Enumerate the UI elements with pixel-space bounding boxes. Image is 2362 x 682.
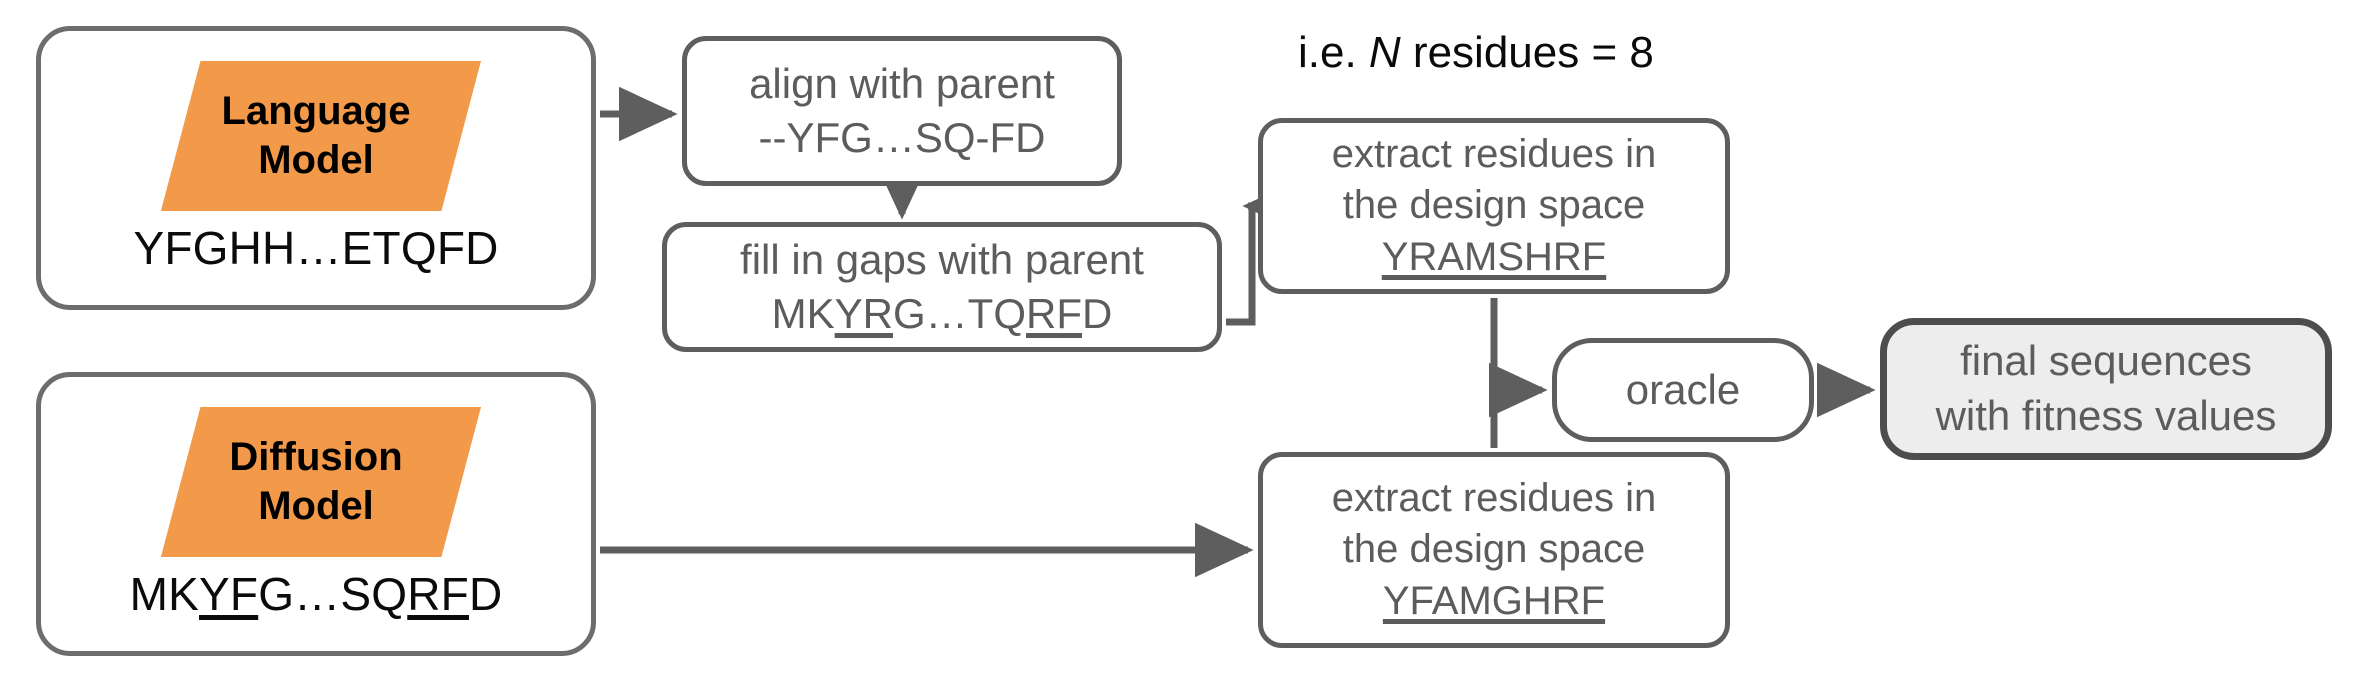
extract-top-line1: extract residues in — [1331, 132, 1657, 177]
seq-segment-underlined: RF — [1026, 290, 1082, 337]
language-model-title: Language Model — [222, 87, 411, 185]
seq-segment: D — [468, 568, 503, 620]
language-model-trapezoid: Language Model — [151, 61, 481, 211]
language-model-title-line1: Language — [221, 89, 411, 134]
seq-segment-underlined: YF — [199, 568, 259, 620]
extract-residues-top-step[interactable]: extract residues in the design space YRA… — [1258, 118, 1730, 294]
diffusion-model-title-line1: Diffusion — [229, 435, 403, 480]
diffusion-model-sequence: MKYFG…SQRFD — [130, 567, 503, 621]
seq-segment: YFGHH…ETQFD — [133, 222, 499, 274]
diffusion-model-trapezoid: Diffusion Model — [151, 407, 481, 557]
trapezoid-shape-icon — [160, 61, 481, 211]
fill-in-gaps-step[interactable]: fill in gaps with parent MKYRG…TQRFD — [662, 222, 1222, 352]
caption-prefix: i.e. — [1298, 28, 1369, 77]
extract-residues-bottom-step[interactable]: extract residues in the design space YFA… — [1258, 452, 1730, 648]
seq-segment-underlined: RF — [407, 568, 469, 620]
seq-segment: G…SQ — [258, 568, 408, 620]
align-step-line1: align with parent — [749, 60, 1055, 108]
seq-segment: G…TQ — [893, 290, 1026, 337]
language-model-sequence: YFGHH…ETQFD — [133, 221, 498, 275]
diffusion-model-title-line2: Model — [258, 484, 374, 528]
final-line2: with fitness values — [1935, 392, 2277, 439]
diffusion-model-title: Diffusion Model — [229, 433, 402, 531]
language-model-card[interactable]: Language Model YFGHH…ETQFD — [36, 26, 596, 310]
fill-step-line1: fill in gaps with parent — [740, 236, 1144, 284]
final-sequences-result[interactable]: final sequences with fitness values — [1880, 318, 2332, 460]
final-line1: final sequences — [1960, 337, 2252, 385]
language-model-title-line2: Model — [258, 138, 374, 182]
arrow-fill-to-extract-top — [1226, 178, 1302, 326]
caption-symbol-n: N — [1368, 28, 1401, 77]
align-with-parent-step[interactable]: align with parent --YFG…SQ-FD — [682, 36, 1122, 186]
extract-bottom-line1: extract residues in — [1331, 476, 1657, 521]
diffusion-model-card[interactable]: Diffusion Model MKYFG…SQRFD — [36, 372, 596, 656]
align-step-line2: --YFG…SQ-FD — [758, 114, 1046, 161]
seq-segment: MK — [771, 290, 835, 337]
trapezoid-shape-icon — [160, 407, 481, 557]
seq-segment-underlined: YR — [834, 290, 893, 337]
extract-bottom-sequence: YFAMGHRF — [1382, 578, 1606, 623]
n-residues-caption: i.e. N residues = 8 — [1298, 28, 1654, 78]
extract-bottom-line2: the design space — [1342, 527, 1646, 572]
oracle-step[interactable]: oracle — [1552, 338, 1814, 442]
seq-segment: MK — [129, 568, 200, 620]
extract-top-line2: the design space — [1342, 183, 1646, 228]
oracle-label: oracle — [1625, 366, 1741, 414]
extract-top-sequence: YRAMSHRF — [1381, 234, 1607, 279]
seq-segment: D — [1082, 290, 1113, 337]
fill-step-sequence: MKYRG…TQRFD — [772, 287, 1113, 341]
caption-suffix: residues = 8 — [1400, 28, 1654, 77]
